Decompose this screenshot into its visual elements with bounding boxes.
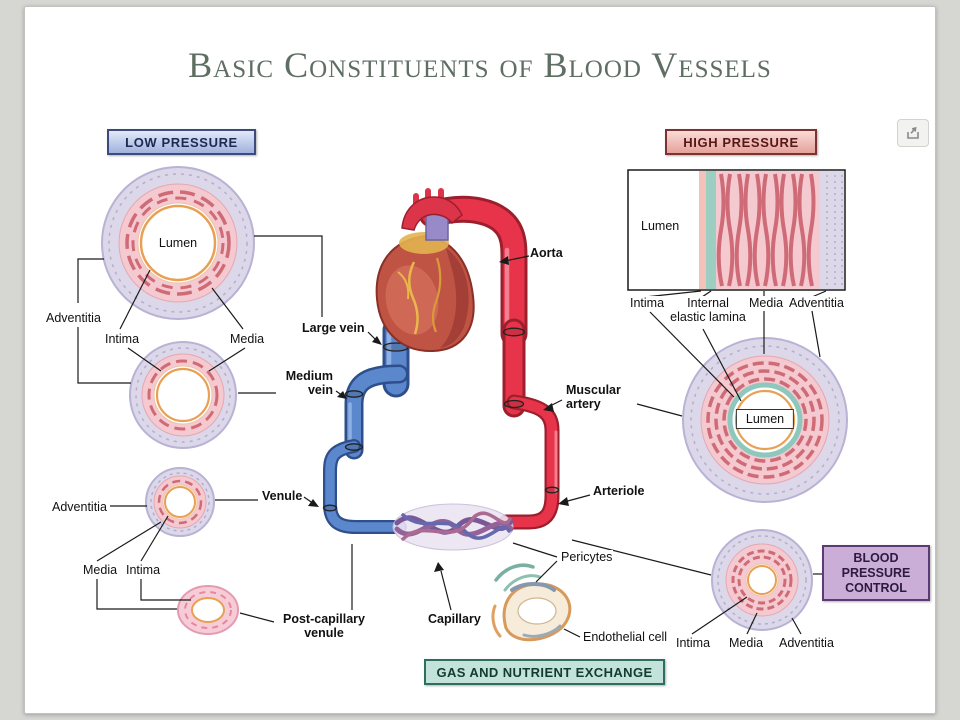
arteriole-cross-section [711, 529, 813, 631]
label-lumen-aorta-wall: Lumen [641, 219, 680, 233]
gas-nutrient-exchange-label: GAS AND NUTRIENT EXCHANGE [424, 659, 665, 685]
capillary-network [392, 503, 514, 551]
label-intima-arteriole: Intima [675, 636, 712, 650]
low-pressure-label: LOW PRESSURE [107, 129, 256, 155]
label-intima-aorta-wall: Intima [629, 296, 666, 310]
iel-line-2: elastic lamina [670, 310, 746, 324]
venule-cross-section [145, 467, 215, 537]
bpc-line-3: CONTROL [845, 580, 907, 595]
label-capillary: Capillary [427, 612, 482, 626]
label-pericytes: Pericytes [560, 550, 614, 564]
pcv-line-1: Post-capillary [283, 612, 365, 626]
medium-vein-line-2: vein [307, 383, 333, 397]
label-lumen-large-vein: Lumen [157, 236, 199, 250]
label-adventitia-aorta-wall: Adventitia [788, 296, 845, 310]
muscular-artery-line-2: artery [566, 397, 601, 411]
arrowheads [308, 256, 569, 572]
label-medium-vein: Medium vein [284, 369, 334, 397]
blood-pressure-control-label: BLOOD PRESSURE CONTROL [822, 545, 930, 601]
label-endothelial-cell: Endothelial cell [582, 630, 669, 644]
medium-vein-cross-section [129, 341, 237, 449]
label-internal-elastic-lamina: Internal elastic lamina [669, 296, 747, 324]
muscular-artery-line-1: Muscular [566, 383, 621, 397]
label-venule: Venule [261, 489, 304, 503]
label-intima-venule: Intima [125, 563, 162, 577]
aorta-wall-detail [627, 169, 846, 291]
connector-lines [77, 235, 827, 638]
label-media-venule: Media [82, 563, 119, 577]
heart-illustration [375, 188, 475, 353]
label-media-aorta-wall: Media [748, 296, 785, 310]
label-adventitia-large-vein: Adventitia [45, 311, 102, 325]
pcv-line-2: venule [304, 626, 344, 640]
bpc-line-1: BLOOD [853, 550, 899, 565]
label-muscular-artery: Muscular artery [565, 383, 622, 411]
label-arteriole: Arteriole [592, 484, 646, 498]
medium-vein-line-1: Medium [285, 369, 333, 383]
vein-tube [323, 316, 410, 534]
iel-line-1: Internal [687, 296, 729, 310]
post-capillary-venule-cross-section [177, 585, 239, 635]
label-media-arteriole: Media [728, 636, 765, 650]
label-post-capillary-venule: Post-capillary venule [282, 612, 366, 640]
label-large-vein: Large vein [301, 321, 366, 335]
page-title: Basic Constituents of Blood Vessels [188, 45, 772, 85]
tube-junction-collars [322, 327, 560, 512]
label-adventitia-venule: Adventitia [51, 500, 108, 514]
share-icon [907, 126, 919, 139]
label-aorta: Aorta [529, 246, 564, 260]
label-lumen-muscular-artery: Lumen [735, 409, 795, 429]
artery-tube [418, 195, 560, 530]
label-intima-large-vein: Intima [104, 332, 141, 346]
label-media-large-vein: Media [229, 332, 266, 346]
share-button[interactable] [897, 119, 929, 147]
bpc-line-2: PRESSURE [841, 565, 911, 580]
high-pressure-label: HIGH PRESSURE [665, 129, 817, 155]
label-adventitia-arteriole: Adventitia [778, 636, 835, 650]
endothelial-cell-illustration [491, 563, 572, 642]
